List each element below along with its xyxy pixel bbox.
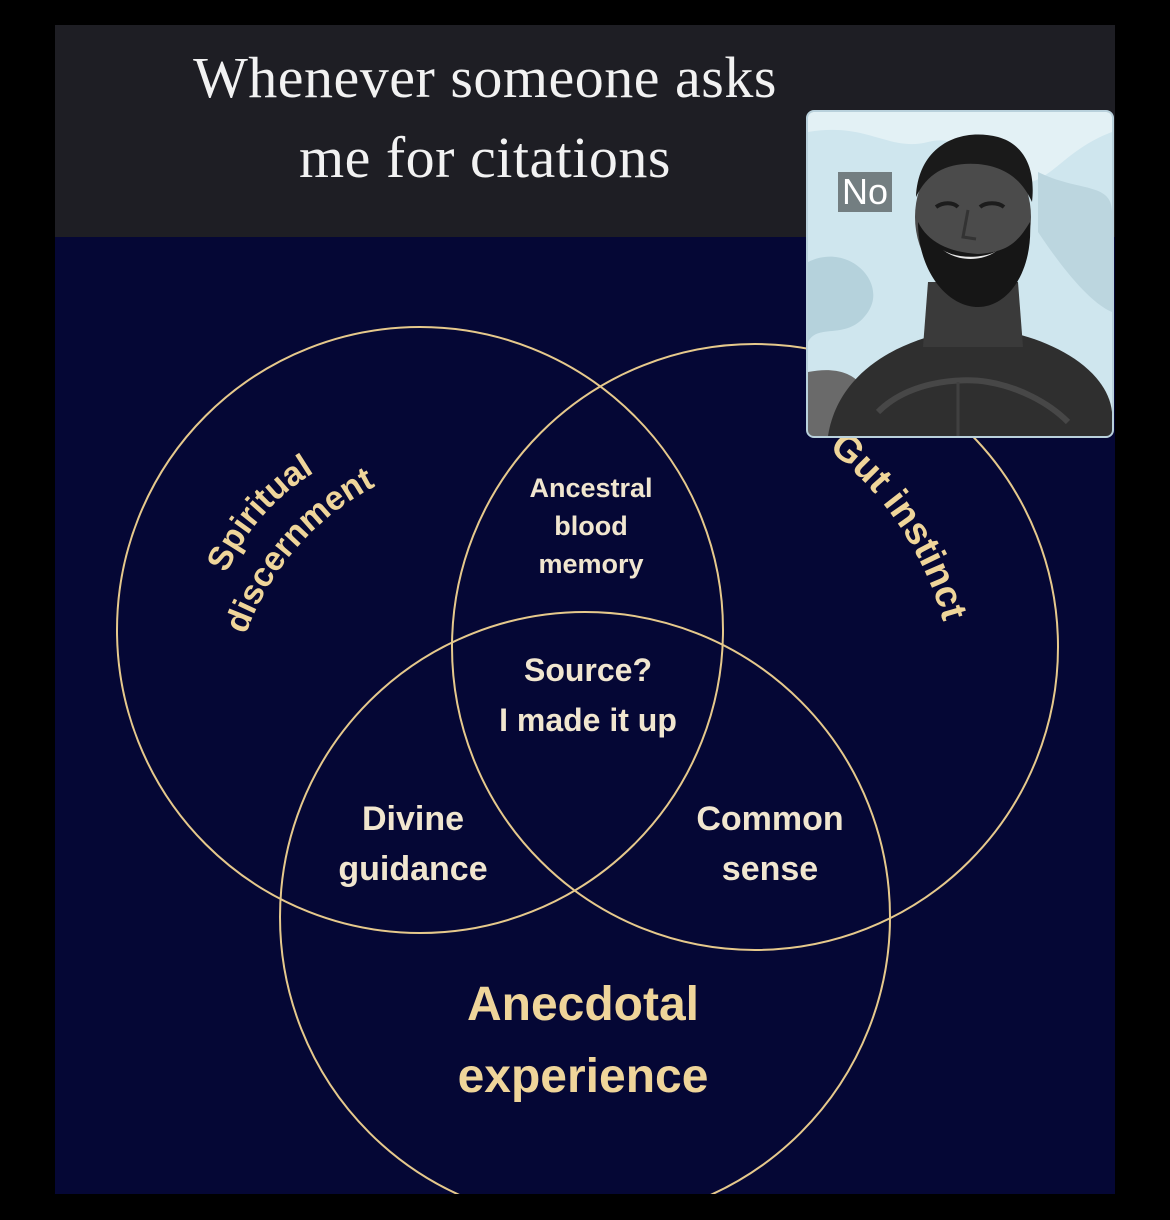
circle-gut-instinct [451, 343, 1059, 951]
inset-photo [806, 110, 1114, 438]
circle-anecdotal-experience [279, 611, 891, 1194]
label-common: Common [696, 800, 843, 838]
label-sense: sense [722, 850, 818, 888]
circle-spiritual-discernment [116, 326, 724, 934]
label-memory: memory [538, 549, 643, 579]
meme-caption: Whenever someone asks me for citations [55, 38, 915, 198]
label-guidance: guidance [338, 850, 487, 888]
caption-line-2: me for citations [298, 125, 671, 190]
label-made-it-up: I made it up [499, 702, 677, 738]
label-blood: blood [554, 511, 627, 541]
label-source: Source? [524, 652, 652, 688]
label-divine: Divine [362, 800, 464, 838]
caption-line-1: Whenever someone asks [193, 45, 777, 110]
label-gut-instinct: Gut instinct [822, 424, 975, 625]
label-experience: experience [458, 1050, 709, 1103]
no-label: No [838, 172, 893, 212]
label-ancestral: Ancestral [529, 473, 652, 503]
label-anecdotal: Anecdotal [467, 978, 699, 1031]
